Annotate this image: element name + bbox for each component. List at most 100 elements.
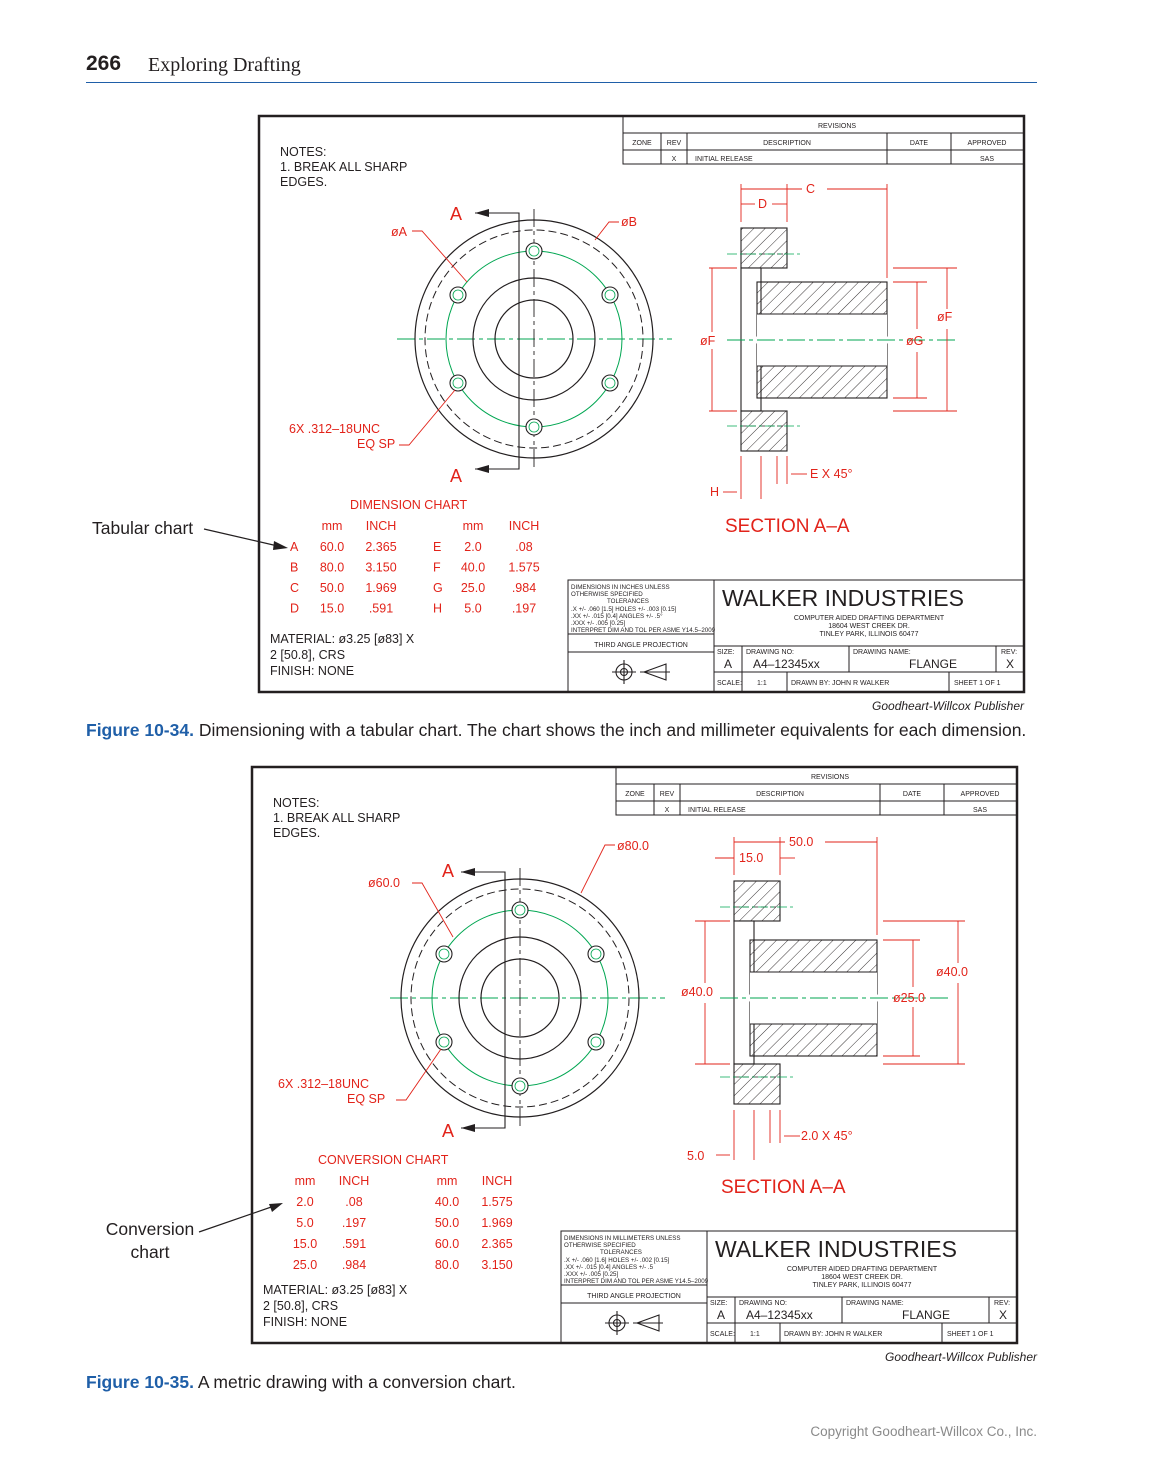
dim-d: 15.0 [739, 851, 763, 865]
callout-arrow [198, 1203, 283, 1233]
size-label: SIZE: [710, 1300, 728, 1307]
front-view [390, 868, 665, 1132]
dim-g: øG [906, 334, 923, 348]
chart-cell: 80.0 [435, 1258, 459, 1272]
callout-arrow [203, 528, 288, 550]
chart-cell: E [433, 540, 441, 554]
drawing-no-label: DRAWING NO: [739, 1300, 787, 1307]
chart-cell: .984 [512, 581, 536, 595]
section-a-top: A [450, 204, 462, 224]
callout-line1: Conversion [105, 1219, 195, 1239]
scale-value: 1:1 [757, 680, 767, 687]
drawn-by: DRAWN BY: JOHN R WALKER [791, 680, 889, 687]
page-number: 266 [86, 52, 122, 75]
chart-cell: .197 [342, 1216, 366, 1230]
notes-line1: 1. BREAK ALL SHARP [280, 160, 407, 174]
eqsp-note: EQ SP [347, 1092, 385, 1106]
third-angle-symbol [605, 1311, 663, 1335]
drawn-by: DRAWN BY: JOHN R WALKER [784, 1331, 882, 1338]
revisions-title: REVISIONS [818, 123, 856, 130]
figure-10-35-drawing: REVISIONS ZONE REV DESCRIPTION DATE APPR… [250, 765, 1019, 1345]
company-name: WALKER INDUSTRIES [715, 1236, 957, 1262]
figure-credit: Goodheart-Willcox Publisher [872, 699, 1024, 713]
tol-line3: TOLERANCES [607, 598, 649, 605]
dim-f-left: øF [700, 334, 716, 348]
rev-letter: X [999, 1308, 1007, 1322]
size-value: A [717, 1308, 725, 1322]
chart-cell: .591 [342, 1237, 366, 1251]
chart-cell: 80.0 [320, 561, 344, 575]
tabular-chart-callout: Tabular chart [92, 518, 194, 538]
section-label: SECTION A–A [725, 516, 850, 537]
chart-cell: 5.0 [464, 602, 481, 616]
chart-cell: 5.0 [296, 1216, 313, 1230]
scale-label: SCALE: [717, 680, 742, 687]
sheet-number: SHEET 1 OF 1 [947, 1331, 994, 1338]
copyright-footer: Copyright Goodheart-Willcox Co., Inc. [810, 1424, 1037, 1439]
chart-cell: F [433, 561, 441, 575]
address: 18604 WEST CREEK DR. [821, 1274, 903, 1281]
front-view [397, 209, 672, 473]
chart-cell: 2.0 [296, 1195, 313, 1209]
chart-cell: 1.575 [508, 561, 539, 575]
page-header: 266 Exploring Drafting [86, 52, 1037, 83]
chart-cell: 3.150 [481, 1258, 512, 1272]
chart-cell: 50.0 [435, 1216, 459, 1230]
dim-g: ø25.0 [893, 991, 925, 1005]
projection-label: THIRD ANGLE PROJECTION [587, 1293, 681, 1300]
chart-cell: 2.365 [365, 540, 396, 554]
dim-c: 50.0 [789, 835, 813, 849]
chart-cell: 25.0 [461, 581, 485, 595]
chart-cell: G [433, 581, 443, 595]
material-line1: MATERIAL: ø3.25 [ø83] X [270, 632, 415, 646]
drawing-no: A4–12345xx [753, 657, 820, 671]
date-header: DATE [903, 791, 921, 798]
section-view [727, 227, 957, 452]
eqsp-note: EQ SP [357, 437, 395, 451]
callout-line2: chart [130, 1242, 170, 1262]
dia-a-label: øA [391, 225, 408, 239]
figure-number: Figure 10-35. [86, 1372, 194, 1392]
dim-c: C [806, 182, 815, 196]
chart-cell: H [433, 602, 442, 616]
figure-caption: Figure 10-35. A metric drawing with a co… [86, 1372, 516, 1393]
description-header: DESCRIPTION [763, 140, 811, 147]
dia-a-label: ø60.0 [368, 876, 400, 890]
section-a-top: A [442, 861, 454, 881]
notes-title: NOTES: [273, 796, 320, 810]
chart-cell: .08 [515, 540, 532, 554]
rev-label: REV: [994, 1300, 1010, 1307]
dia-b-label: ø80.0 [617, 839, 649, 853]
chart-cell: A [290, 540, 299, 554]
chart-cell: 1.575 [481, 1195, 512, 1209]
drawing-name: FLANGE [902, 1308, 950, 1322]
approver: SAS [980, 156, 994, 163]
rev-header: REV [660, 791, 675, 798]
zone-header: ZONE [632, 140, 652, 147]
dim-f-right: øF [937, 310, 953, 324]
drawing-name-label: DRAWING NAME: [846, 1300, 904, 1307]
dim-h: H [710, 485, 719, 499]
chart-cell: .197 [512, 602, 536, 616]
section-label: SECTION A–A [721, 1177, 846, 1198]
chart-cell: D [290, 602, 299, 616]
chart-cell: B [290, 561, 298, 575]
chart-cell: 3.150 [365, 561, 396, 575]
book-title: Exploring Drafting [148, 54, 301, 76]
section-a-bottom: A [442, 1121, 454, 1141]
chart-cell: .08 [345, 1195, 362, 1209]
conversion-chart-callout: Conversion chart [97, 1218, 203, 1264]
section-a-bottom: A [450, 466, 462, 486]
size-value: A [724, 657, 732, 671]
chart-cell: 40.0 [461, 561, 485, 575]
drawing-name-label: DRAWING NAME: [853, 649, 911, 656]
notes-line2: EDGES. [280, 175, 327, 189]
thread-note: 6X .312–18UNC [289, 422, 380, 436]
dia-b-label: øB [621, 215, 637, 229]
city: TINLEY PARK, ILLINOIS 60477 [820, 631, 919, 638]
rev-description: INITIAL RELEASE [695, 156, 753, 163]
thread-note: 6X .312–18UNC [278, 1077, 369, 1091]
chart-cell: 50.0 [320, 581, 344, 595]
drawing-no-label: DRAWING NO: [746, 649, 794, 656]
notes-line1: 1. BREAK ALL SHARP [273, 811, 400, 825]
